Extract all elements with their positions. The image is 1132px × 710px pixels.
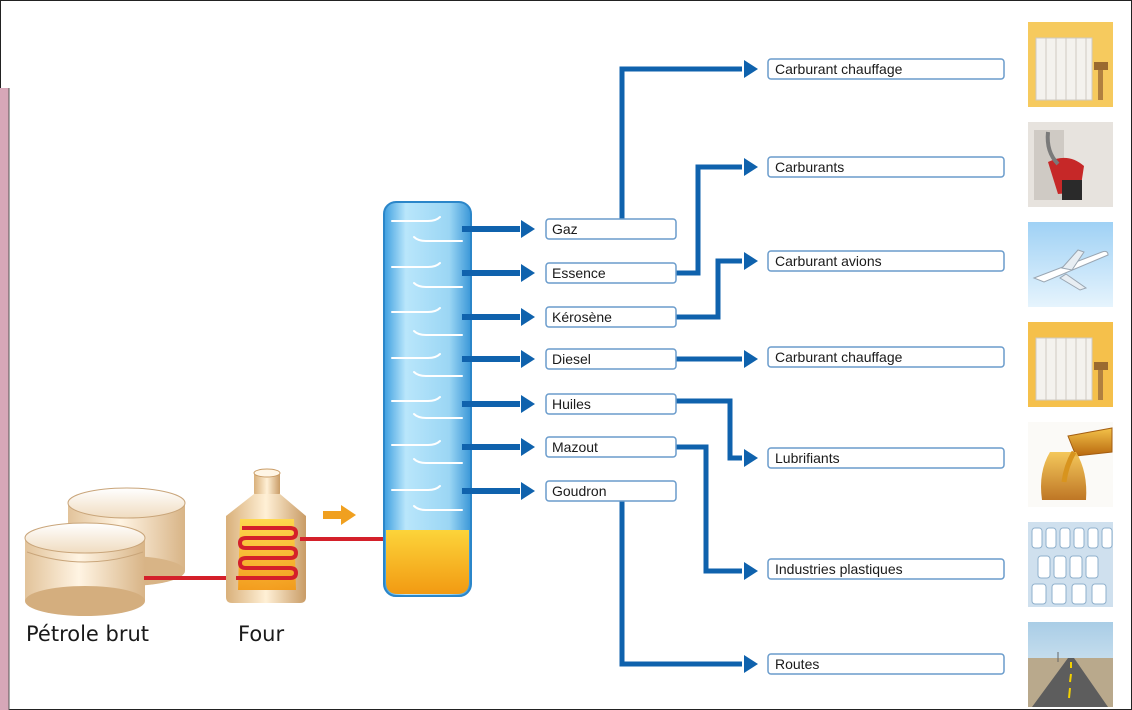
product-box: Carburants [767, 156, 1005, 178]
plastic-bottles-icon [1028, 522, 1113, 607]
arrow-head [521, 220, 535, 238]
oil-pour-icon [1028, 422, 1113, 507]
arrow-head [744, 350, 758, 368]
fraction-box: Kérosène [545, 306, 677, 328]
flow-line [676, 398, 742, 461]
flow-line [619, 501, 742, 667]
arrow-head [521, 482, 535, 500]
flow-line [676, 444, 742, 574]
arrow-head [744, 252, 758, 270]
product-box: Carburant chauffage [767, 58, 1005, 80]
arrow-head [521, 395, 535, 413]
fraction-label: Essence [552, 265, 606, 281]
product-label: Carburant avions [775, 253, 882, 269]
fraction-box: Gaz [545, 218, 677, 240]
fraction-box: Essence [545, 262, 677, 284]
arrow-head [521, 308, 535, 326]
airplane-icon [1028, 222, 1113, 307]
fraction-label: Goudron [552, 483, 606, 499]
arrow-head [521, 350, 535, 368]
distillation-column [383, 201, 472, 597]
fraction-label: Diesel [552, 351, 591, 367]
arrow-head [744, 60, 758, 78]
fraction-box: Mazout [545, 436, 677, 458]
product-box: Carburant chauffage [767, 346, 1005, 368]
furnace-label: Four [238, 622, 284, 646]
side-band [0, 88, 9, 710]
product-box: Routes [767, 653, 1005, 675]
fraction-box: Diesel [545, 348, 677, 370]
arrow-head [744, 449, 758, 467]
fraction-label: Huiles [552, 396, 591, 412]
fraction-box: Huiles [545, 393, 677, 415]
arrow-head [744, 158, 758, 176]
arrow-head [521, 264, 535, 282]
product-label: Lubrifiants [775, 450, 840, 466]
flow-arrows [462, 60, 758, 673]
furnace-icon [226, 468, 306, 603]
arrow-head [521, 438, 535, 456]
fraction-label: Kérosène [552, 309, 612, 325]
product-label: Routes [775, 656, 819, 672]
flow-line [676, 258, 742, 320]
crude-oil-tanks-icon [24, 487, 186, 616]
fraction-box: Goudron [545, 480, 677, 502]
product-box: Lubrifiants [767, 447, 1005, 469]
flow-line [676, 164, 742, 276]
product-box: Carburant avions [767, 250, 1005, 272]
fraction-label: Gaz [552, 221, 578, 237]
feed-arrow-icon [323, 505, 356, 525]
radiator-icon [1028, 22, 1113, 107]
fuel-nozzle-icon [1028, 122, 1113, 207]
arrow-head [744, 562, 758, 580]
product-label: Carburant chauffage [775, 349, 903, 365]
flow-line [619, 66, 742, 219]
product-label: Industries plastiques [775, 561, 903, 577]
radiator-icon [1028, 322, 1113, 407]
arrow-head [744, 655, 758, 673]
road-icon [1028, 622, 1113, 707]
product-label: Carburant chauffage [775, 61, 903, 77]
product-box: Industries plastiques [767, 558, 1005, 580]
product-label: Carburants [775, 159, 844, 175]
crude-oil-label: Pétrole brut [26, 622, 149, 646]
fraction-label: Mazout [552, 439, 598, 455]
